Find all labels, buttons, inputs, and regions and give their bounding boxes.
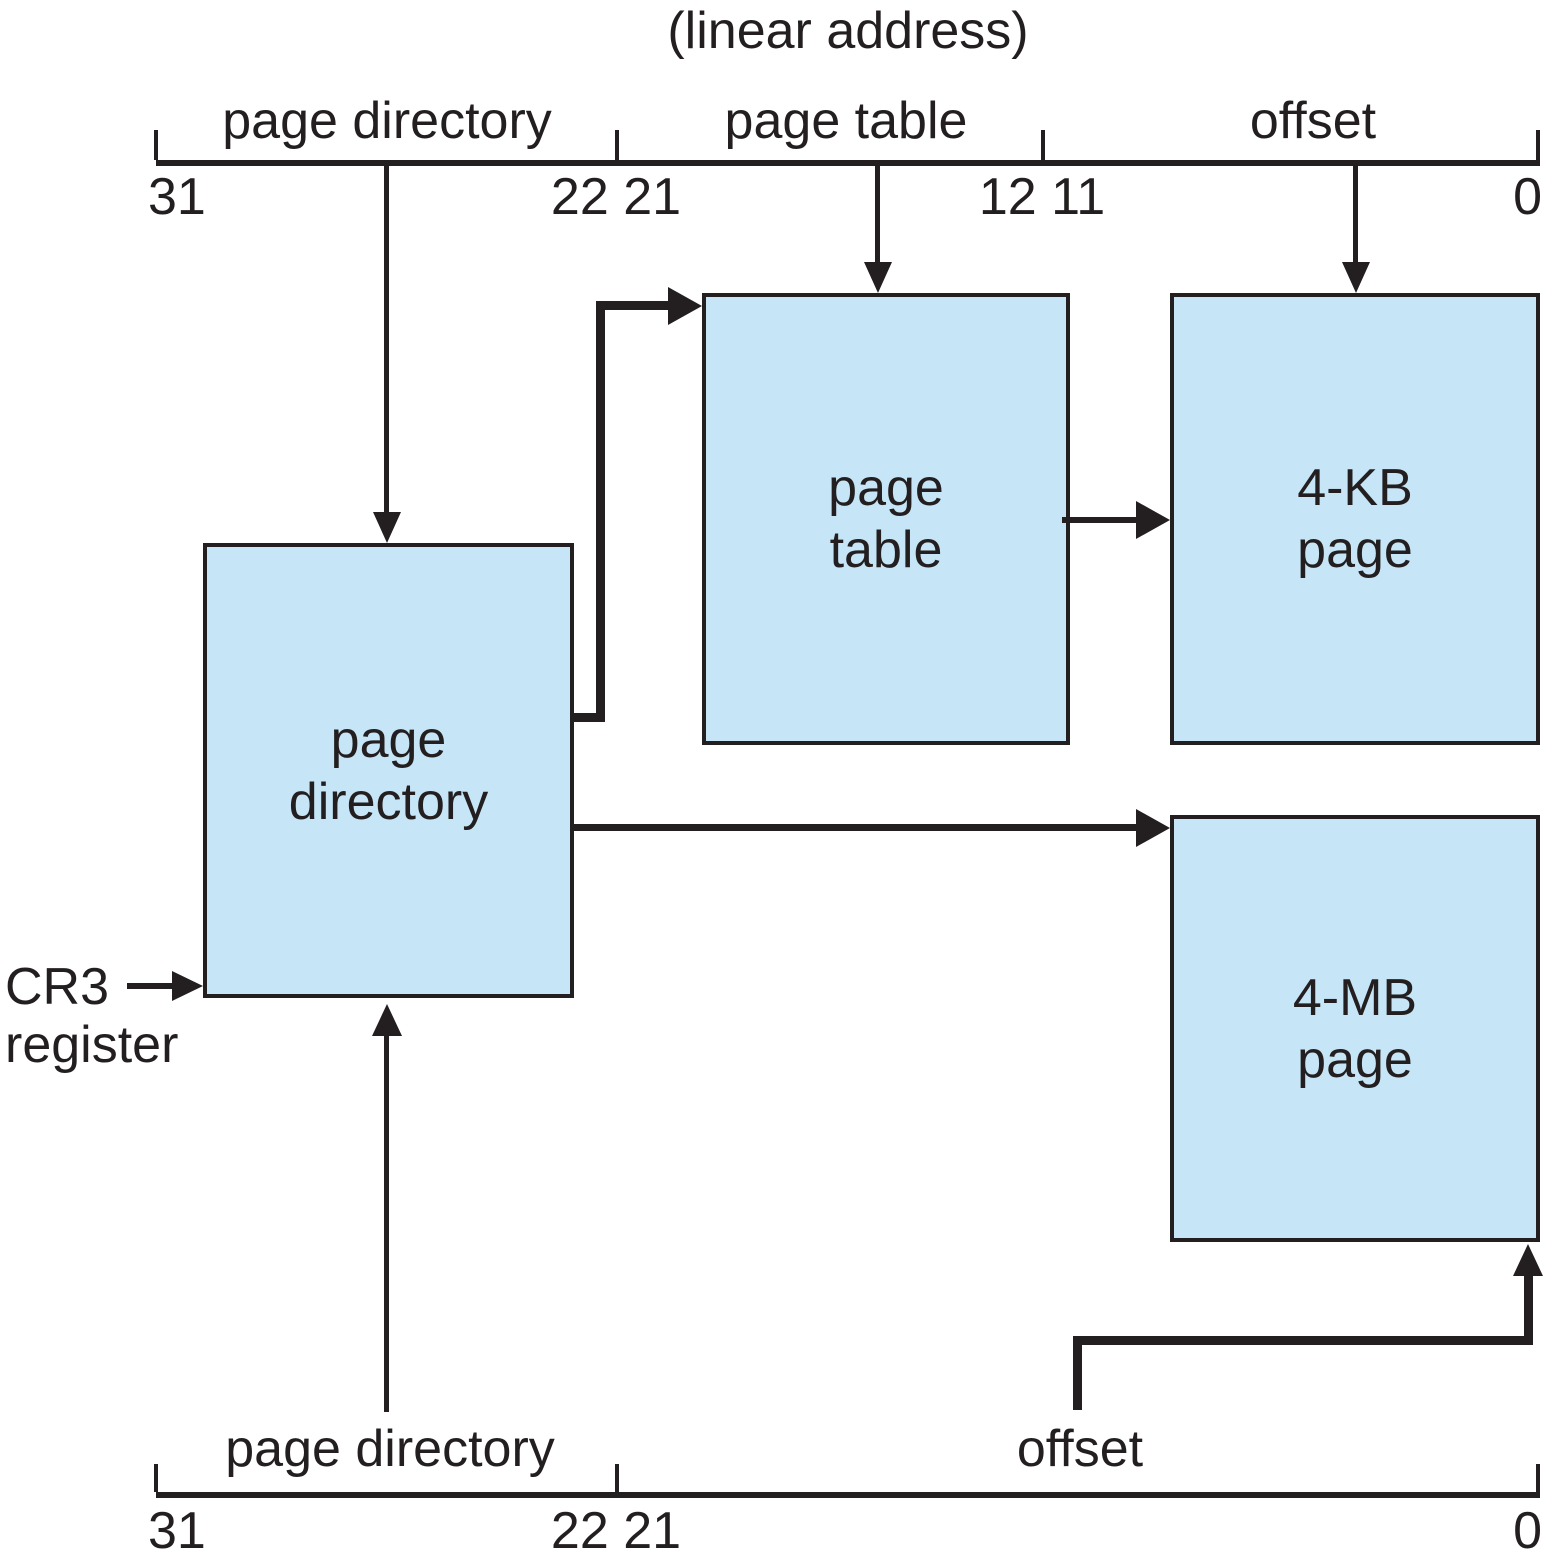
page-table-box-label-line1: page [828, 459, 944, 517]
top-address-rule [156, 160, 1540, 166]
bottom-field-label-offset: offset [1016, 1420, 1144, 1478]
page-directory-box-label-line2: directory [288, 772, 489, 831]
arrow-offset-field-line [1353, 166, 1358, 262]
diagram-title: (linear address) [667, 2, 1029, 60]
elbow-offset-to-4mb-head-icon [1513, 1244, 1543, 1276]
top-field-label-offset: offset [1249, 92, 1377, 150]
elbow-offset-to-4mb-horizontal [1073, 1336, 1533, 1345]
top-bit-number-31: 31 [148, 168, 206, 226]
top-rule-tick-bit31 [154, 130, 158, 160]
arrow-pt-field-line [875, 166, 880, 262]
elbow-offset-to-4mb-stub [1073, 1336, 1082, 1410]
page-table-box-label-line2: table [829, 521, 943, 579]
bottom-field-label-page-directory: page directory [225, 1420, 555, 1478]
bottom-bit-number-31: 31 [148, 1502, 206, 1549]
arrow-pd-field-line [384, 166, 389, 512]
top-field-label-page-table: page table [724, 92, 968, 150]
bottom-bit-number-0: 0 [1513, 1502, 1542, 1549]
page-4kb-box-label-line1: 4-KB [1297, 459, 1413, 517]
arrow-cr3-line [127, 983, 176, 989]
arrow-pt-field-head-icon [864, 262, 892, 293]
elbow-pd-to-pt-horizontal [596, 301, 670, 310]
elbow-pd-to-pt-head-icon [668, 287, 702, 325]
arrow-bottom-pd-line [384, 1034, 389, 1412]
arrow-pt-to-4kb-line [1062, 517, 1140, 523]
elbow-pd-to-pt-vertical [596, 301, 605, 722]
page-4mb-box-label-line1: 4-MB [1292, 968, 1418, 1027]
arrow-bottom-pd-head-icon [372, 1004, 402, 1036]
cr3-label-line2: register [5, 1016, 179, 1074]
page-4mb-box: 4-MB page [1170, 815, 1540, 1242]
top-rule-tick-bit22-21 [615, 130, 619, 160]
page-directory-box: page directory [203, 543, 574, 998]
bottom-address-rule [156, 1492, 1540, 1498]
arrow-offset-field-head-icon [1342, 262, 1370, 293]
bottom-rule-tick-bit22-21 [615, 1464, 619, 1492]
elbow-offset-to-4mb-riser [1524, 1276, 1533, 1345]
bottom-rule-tick-bit0 [1536, 1464, 1540, 1492]
page-table-box: page table [702, 293, 1070, 745]
arrow-pd-field-head-icon [373, 512, 401, 543]
cr3-register-label: CR3 register [5, 958, 178, 1074]
bottom-rule-tick-bit31 [154, 1464, 158, 1492]
top-rule-tick-bit12-11 [1041, 130, 1045, 160]
arrow-pt-to-4kb-head-icon [1136, 501, 1170, 539]
top-bit-number-22-21: 22 21 [550, 168, 682, 226]
page-4kb-box: 4-KB page [1170, 293, 1540, 745]
top-bit-number-12-11: 12 11 [978, 168, 1106, 226]
top-field-label-page-directory: page directory [222, 92, 552, 150]
top-bit-number-0: 0 [1513, 168, 1542, 226]
top-rule-tick-bit0 [1536, 130, 1540, 160]
cr3-label-line1: CR3 [5, 958, 110, 1016]
arrow-pd-to-4mb-head-icon [1136, 809, 1170, 847]
page-4kb-box-label-line2: page [1297, 521, 1413, 579]
arrow-cr3-head-icon [172, 971, 203, 1001]
bottom-bit-number-22-21: 22 21 [550, 1502, 682, 1549]
arrow-pd-to-4mb-line [574, 824, 1140, 831]
page-4mb-box-label-line2: page [1297, 1030, 1413, 1089]
elbow-pd-to-pt-stub [574, 713, 605, 722]
page-directory-box-label-line1: page [330, 710, 447, 769]
